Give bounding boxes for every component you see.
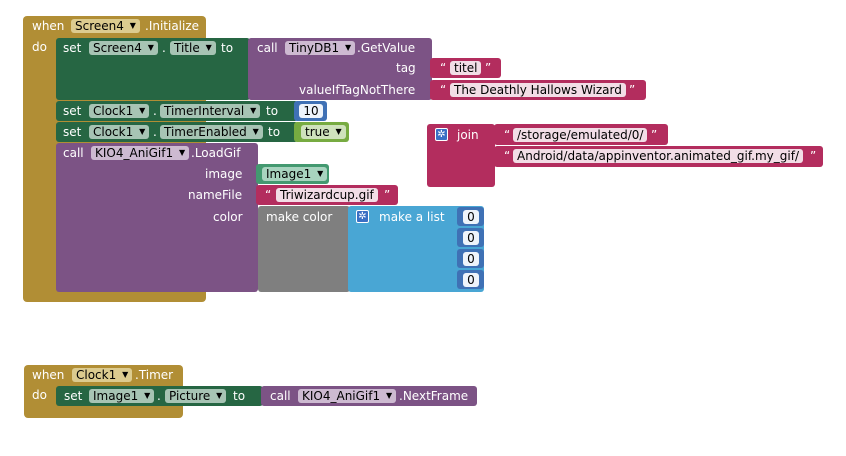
image1-dropdown[interactable]: Image1▼ (262, 167, 328, 181)
to-keyword: to (268, 125, 281, 139)
namefile-label: nameFile (188, 188, 243, 202)
tag-label: tag (396, 61, 416, 75)
open-quote: “ (265, 188, 272, 202)
getvalue-method-label: .GetValue (357, 41, 416, 55)
clock1-event-dropdown[interactable]: Clock1▼ (72, 368, 133, 382)
chevron-down-icon: ▼ (335, 127, 342, 136)
chevron-down-icon: ▼ (139, 106, 146, 115)
chevron-down-icon: ▼ (147, 43, 154, 52)
picture-property-dropdown[interactable]: Picture▼ (165, 389, 227, 403)
to-keyword: to (233, 389, 246, 403)
value-if-tag-not-there-label: valueIfTagNotThere (299, 83, 416, 97)
chevron-down-icon: ▼ (252, 127, 259, 136)
join-label: join (457, 128, 479, 142)
make-color-label: make color (266, 210, 333, 224)
chevron-down-icon: ▼ (385, 391, 393, 400)
chevron-down-icon: ▼ (122, 370, 129, 379)
clock1-dropdown[interactable]: Clock1▼ (89, 104, 150, 118)
image1-component-dropdown[interactable]: Image1▼ (89, 389, 155, 403)
tag-text-field[interactable]: titel (450, 61, 482, 75)
kio4-anigif-dropdown[interactable]: KIO4_AniGif1▼ (91, 146, 190, 160)
loadgif-call-block[interactable] (56, 143, 258, 292)
timer-event-label: .Timer (135, 368, 174, 382)
chevron-down-icon: ▼ (216, 391, 223, 400)
chevron-down-icon: ▼ (344, 43, 352, 52)
open-quote: “ (440, 61, 447, 75)
set-keyword: set (63, 125, 82, 139)
close-quote: ” (629, 83, 636, 97)
chevron-down-icon: ▼ (250, 106, 257, 115)
alpha-value-field[interactable]: 0 (463, 273, 479, 287)
tinydb-dropdown[interactable]: TinyDB1▼ (285, 41, 356, 55)
chevron-down-icon: ▼ (317, 169, 324, 178)
set-keyword: set (64, 389, 83, 403)
namefile-text-field[interactable]: Triwizardcup.gif (276, 188, 378, 202)
initialize-event-label: .Initialize (145, 19, 200, 33)
make-a-list-label: make a list (379, 210, 445, 224)
clock1-dropdown[interactable]: Clock1▼ (89, 125, 150, 139)
call-keyword: call (63, 146, 84, 160)
kio4-anigif-dropdown[interactable]: KIO4_AniGif1▼ (298, 389, 397, 403)
timerinterval-property-dropdown[interactable]: TimerInterval▼ (160, 104, 261, 118)
join-part1-field[interactable]: /storage/emulated/0/ (513, 128, 648, 142)
loadgif-method-label: .LoadGif (191, 146, 241, 160)
when-keyword: when (32, 368, 65, 382)
dot-separator: . (157, 389, 161, 403)
green-value-field[interactable]: 0 (463, 231, 479, 245)
close-quote: ” (485, 61, 492, 75)
do-keyword: do (32, 40, 47, 54)
chevron-down-icon: ▼ (205, 43, 212, 52)
default-text-field[interactable]: The Deathly Hallows Wizard (450, 83, 626, 97)
screen4-component-dropdown[interactable]: Screen4▼ (89, 41, 158, 55)
open-quote: “ (504, 149, 511, 163)
blue-value-field[interactable]: 0 (463, 252, 479, 266)
call-keyword: call (257, 41, 278, 55)
open-quote: “ (504, 128, 511, 142)
title-property-dropdown[interactable]: Title▼ (170, 41, 216, 55)
dot-separator: . (153, 125, 157, 139)
chevron-down-icon: ▼ (178, 148, 186, 157)
close-quote: ” (651, 128, 658, 142)
number-field[interactable]: 10 (299, 104, 323, 118)
close-quote: ” (384, 188, 391, 202)
open-quote: “ (440, 83, 447, 97)
dot-separator: . (153, 104, 157, 118)
nextframe-method-label: .NextFrame (399, 389, 469, 403)
timerenabled-property-dropdown[interactable]: TimerEnabled▼ (160, 125, 263, 139)
chevron-down-icon: ▼ (144, 391, 151, 400)
chevron-down-icon: ▼ (129, 21, 136, 30)
when-keyword: when (32, 19, 65, 33)
mutator-gear-icon[interactable]: ✲ (435, 128, 448, 141)
red-value-field[interactable]: 0 (463, 210, 479, 224)
call-keyword: call (270, 389, 291, 403)
make-color-block[interactable] (258, 206, 350, 292)
mutator-gear-icon[interactable]: ✲ (356, 210, 369, 223)
close-quote: ” (810, 149, 817, 163)
to-keyword: to (221, 41, 234, 55)
dot-separator: . (162, 41, 166, 55)
image-label: image (205, 167, 243, 181)
to-keyword: to (266, 104, 279, 118)
true-dropdown[interactable]: true▼ (301, 125, 346, 139)
chevron-down-icon: ▼ (139, 127, 146, 136)
do-keyword: do (32, 388, 47, 402)
set-keyword: set (63, 41, 82, 55)
join-part2-field[interactable]: Android/data/appinventor.animated_gif.my… (513, 149, 803, 163)
color-label: color (213, 210, 243, 224)
set-keyword: set (63, 104, 82, 118)
screen4-dropdown[interactable]: Screen4▼ (71, 19, 140, 33)
